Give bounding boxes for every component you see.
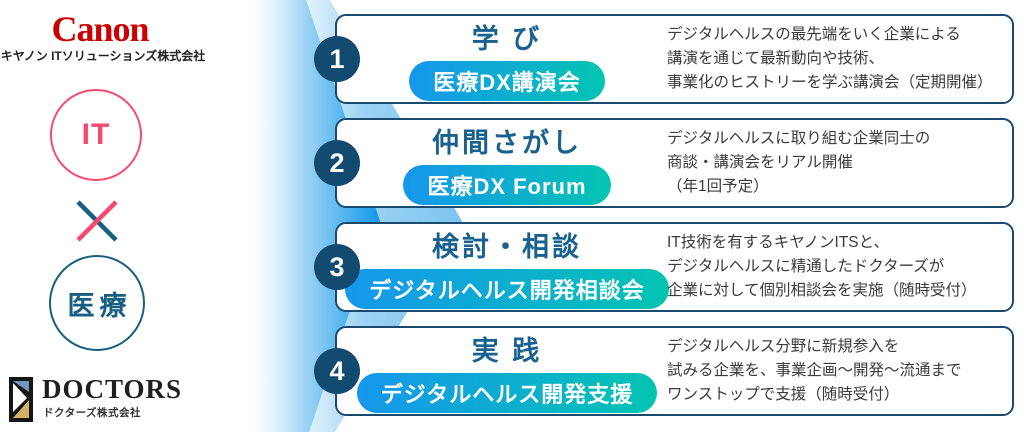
doctors-logo: DOCTORS — [42, 374, 183, 404]
step-pill: 医療DX講演会 — [409, 61, 605, 101]
description-line: デジタルヘルスに精通したドクターズが — [667, 258, 945, 275]
step-description: デジタルヘルス分野に新規参入を 試みる企業を、事業企画～開発～流通まで ワンスト… — [663, 328, 1012, 414]
step-description: デジタルヘルスに取り組む企業同士の 商談・講演会をリアル開催 （年1回予定） — [663, 120, 1012, 206]
step-box: 実 践 デジタルヘルス開発支援 デジタルヘルス分野に新規参入を 試みる企業を、事… — [335, 326, 1014, 416]
medical-circle-label: 医療 — [67, 290, 132, 321]
description-line: 事業化のヒストリーを学ぶ講演会（定期開催） — [667, 74, 993, 91]
description-line: （年1回予定） — [667, 178, 769, 195]
step-pill: デジタルヘルス開発支援 — [356, 373, 658, 413]
step-title: 学 び — [471, 24, 543, 54]
step-pill: デジタルヘルス開発相談会 — [345, 269, 669, 309]
step-box: 検討・相談 デジタルヘルス開発相談会 IT技術を有するキヤノンITSと、 デジタ… — [335, 222, 1014, 312]
step-number-badge: 2 — [314, 140, 360, 186]
step-row-4: 4 実 践 デジタルヘルス開発支援 デジタルヘルス分野に新規参入を 試みる企業を… — [314, 326, 1014, 416]
description-line: ワンストップで支援（随時受付） — [667, 386, 900, 403]
step-title: 仲間さがし — [432, 128, 582, 158]
step-number-badge: 4 — [314, 348, 360, 394]
description-line: 試みる企業を、事業企画～開発～流通まで — [667, 362, 962, 379]
left-panel: Canon キヤノン ITソリューションズ株式会社 IT 医療 DOCTORS … — [0, 0, 230, 432]
it-circle-label: IT — [81, 118, 111, 151]
step-box: 学 び 医療DX講演会 デジタルヘルスの最先端をいく企業による 講演を通じて最新… — [335, 14, 1014, 104]
it-circle: IT — [50, 89, 142, 181]
step-header: 学 び 医療DX講演会 — [337, 16, 663, 102]
description-line: IT技術を有するキヤノンITSと、 — [667, 234, 890, 251]
step-row-3: 3 検討・相談 デジタルヘルス開発相談会 IT技術を有するキヤノンITSと、 デ… — [314, 222, 1014, 312]
step-description: IT技術を有するキヤノンITSと、 デジタルヘルスに精通したドクターズが 企業に… — [663, 224, 1012, 310]
medical-circle: 医療 — [49, 255, 145, 351]
step-number: 1 — [329, 43, 345, 74]
doctors-logo-icon — [9, 377, 33, 422]
step-row-1: 1 学 び 医療DX講演会 デジタルヘルスの最先端をいく企業による 講演を通じて… — [314, 14, 1014, 104]
step-number: 3 — [329, 251, 345, 282]
step-title: 実 践 — [471, 336, 543, 366]
cross-icon — [76, 200, 118, 242]
description-line: デジタルヘルス分野に新規参入を — [667, 338, 900, 355]
description-line: 商談・講演会をリアル開催 — [667, 154, 853, 171]
description-line: デジタルヘルスに取り組む企業同士の — [667, 130, 931, 147]
description-line: 企業に対して個別相談会を実施（随時受付） — [667, 282, 977, 299]
step-number: 2 — [329, 147, 345, 178]
step-description: デジタルヘルスの最先端をいく企業による 講演を通じて最新動向や技術、 事業化のヒ… — [663, 16, 1012, 102]
description-line: 講演を通じて最新動向や技術、 — [667, 50, 885, 67]
description-line: デジタルヘルスの最先端をいく企業による — [667, 26, 961, 43]
flow-arrow-main-triangle — [256, 0, 380, 432]
step-header: 検討・相談 デジタルヘルス開発相談会 — [337, 224, 669, 310]
step-number-badge: 1 — [314, 36, 360, 82]
step-box: 仲間さがし 医療DX Forum デジタルヘルスに取り組む企業同士の 商談・講演… — [335, 118, 1014, 208]
step-row-2: 2 仲間さがし 医療DX Forum デジタルヘルスに取り組む企業同士の 商談・… — [314, 118, 1014, 208]
step-header: 仲間さがし 医療DX Forum — [337, 120, 663, 206]
step-number-badge: 3 — [314, 244, 360, 290]
doctors-company-name: ドクターズ株式会社 — [43, 407, 142, 419]
step-header: 実 践 デジタルヘルス開発支援 — [337, 328, 663, 414]
step-pill: 医療DX Forum — [403, 165, 611, 205]
canon-company-name: キヤノン ITソリューションズ株式会社 — [0, 49, 206, 63]
step-title: 検討・相談 — [432, 232, 582, 262]
step-number: 4 — [329, 355, 345, 386]
canon-logo: Canon — [51, 9, 149, 49]
